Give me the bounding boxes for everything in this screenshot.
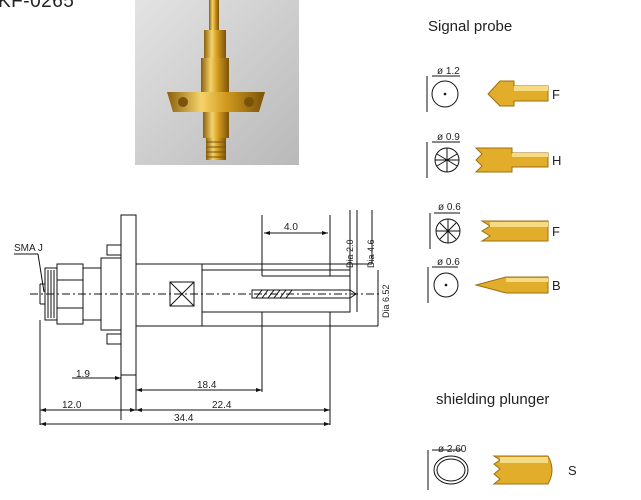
- part-number: KF-0265: [0, 0, 75, 12]
- shielding-plunger-heading: shielding plunger: [436, 391, 550, 408]
- probe-diameter: ø 0.6: [438, 202, 461, 213]
- dim-flange: 1.9: [76, 369, 90, 380]
- dim-top-length: 4.0: [284, 222, 298, 233]
- connector-label: SMA J: [14, 243, 43, 254]
- probe-diameter: ø 0.9: [437, 132, 460, 143]
- probe-diameter: ø 1.2: [437, 66, 460, 77]
- dim-dia-outer: Dia 4.6: [366, 239, 376, 268]
- signal-probe-heading: Signal probe: [428, 18, 513, 35]
- probe-tip-code: H: [552, 153, 562, 168]
- plunger-diameter: ø 2.60: [438, 444, 467, 455]
- dim-dia-body: Dia 6.52: [381, 284, 391, 318]
- probe-tip-code: F: [552, 87, 560, 102]
- product-photo: [135, 0, 299, 165]
- probe-illustrations: [426, 75, 553, 490]
- dim-left-length: 12.0: [62, 400, 82, 411]
- probe-tip-code: B: [552, 278, 561, 293]
- dim-total-length: 34.4: [174, 413, 194, 424]
- probe-tip-code: F: [552, 224, 560, 239]
- dim-right-length: 22.4: [212, 400, 232, 411]
- plunger-tip-code: S: [568, 463, 577, 478]
- dim-body-length: 18.4: [197, 380, 217, 391]
- dim-dia-inner: Dia 2.0: [345, 239, 355, 268]
- probe-diameter: ø 0.6: [437, 257, 460, 268]
